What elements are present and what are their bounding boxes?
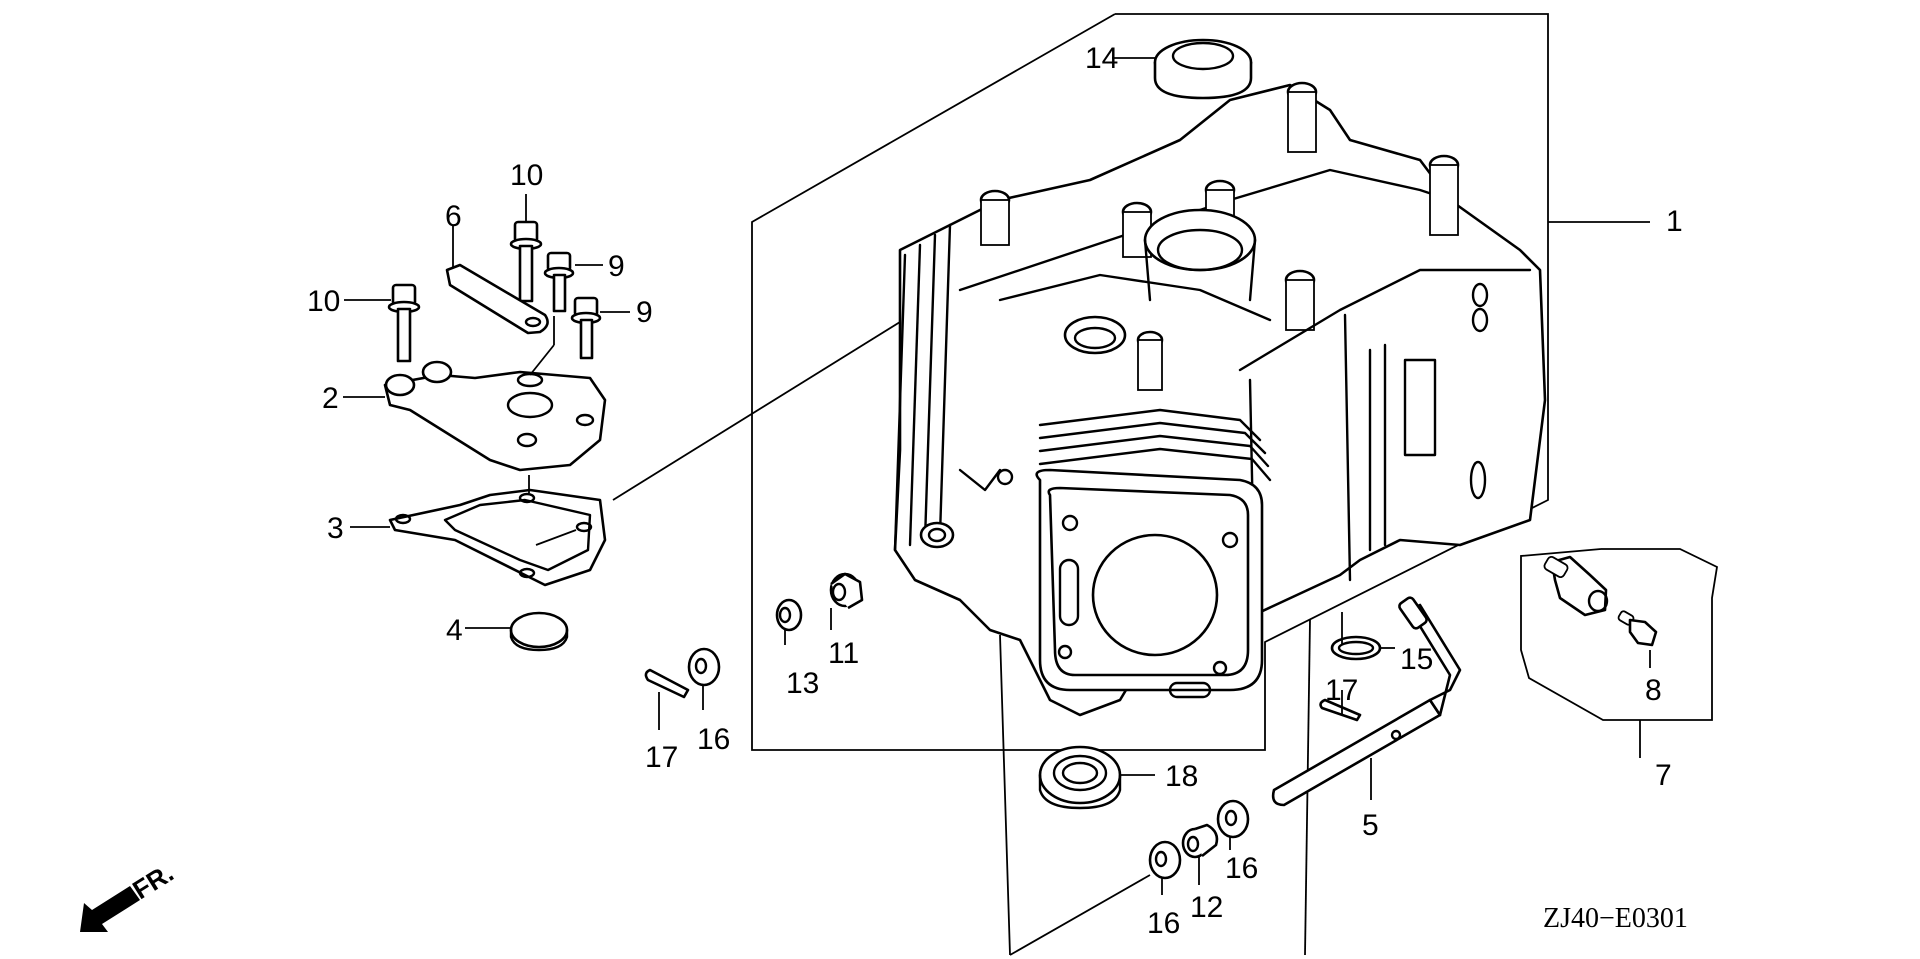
part-14-oil-seal <box>1112 38 1253 100</box>
front-arrow-icon <box>80 886 140 932</box>
drawing-code: ZJ40−E0301 <box>1543 903 1688 934</box>
callout-13: 13 <box>786 667 819 700</box>
callout-10b: 10 <box>307 285 340 318</box>
bolt-9-lower <box>570 296 630 360</box>
callout-labels: 1 2 3 4 5 6 7 8 9 9 10 10 11 12 13 14 15… <box>307 42 1683 940</box>
callout-15: 15 <box>1400 643 1433 676</box>
part-3-gasket <box>350 475 607 587</box>
callout-16c: 16 <box>1225 852 1258 885</box>
callout-1: 1 <box>1666 205 1683 238</box>
part-18-ball-bearing <box>1038 745 1155 810</box>
bolt-10-left <box>344 283 421 363</box>
callout-8: 8 <box>1645 674 1662 707</box>
crank-journal <box>1143 208 1257 302</box>
part-15-washer <box>1330 612 1395 661</box>
front-direction-indicator: FR. <box>80 857 179 932</box>
callout-9a: 9 <box>608 250 625 283</box>
callout-11: 11 <box>828 637 859 670</box>
callout-12: 12 <box>1190 891 1223 924</box>
part-13-bearing <box>775 598 803 645</box>
callout-17b: 17 <box>1325 674 1358 707</box>
part-16-washer-bottom-left <box>1148 840 1182 895</box>
callout-7: 7 <box>1655 759 1672 792</box>
part-16-washer-left <box>687 647 721 710</box>
bolt-10-upper <box>509 194 543 303</box>
callout-3: 3 <box>327 512 344 545</box>
assembly-bracket-1 <box>751 13 1650 751</box>
part-6-breather-plate <box>445 225 549 335</box>
part-5-governor-shaft <box>1271 596 1462 807</box>
part-16-washer-bottom-right <box>1216 799 1250 850</box>
callout-14: 14 <box>1085 42 1118 75</box>
part-2-breather-cover <box>343 316 607 472</box>
part-8-bolt <box>1617 610 1658 668</box>
callout-16b: 16 <box>1147 907 1180 940</box>
callout-18: 18 <box>1165 760 1198 793</box>
callout-17a: 17 <box>645 741 678 774</box>
assembly-bracket-7 <box>1520 548 1718 758</box>
callout-10a: 10 <box>510 159 543 192</box>
callout-5: 5 <box>1362 809 1379 842</box>
callout-2: 2 <box>322 382 339 415</box>
callout-9b: 9 <box>636 296 653 329</box>
boss-posts <box>979 81 1460 391</box>
crankcase-block <box>893 81 1547 717</box>
part-7-oil-switch <box>1543 555 1609 617</box>
callout-6: 6 <box>445 200 462 233</box>
part-11-needle-bearing <box>829 572 864 630</box>
part-12-collar <box>1181 823 1219 885</box>
callout-16a: 16 <box>697 723 730 756</box>
part-4-cap <box>465 611 569 652</box>
callout-4: 4 <box>446 614 463 647</box>
bolt-9-upper <box>543 251 603 313</box>
part-17-clip-right <box>1319 690 1362 722</box>
part-17-clip-left <box>644 668 690 730</box>
cylinder <box>1035 408 1272 699</box>
